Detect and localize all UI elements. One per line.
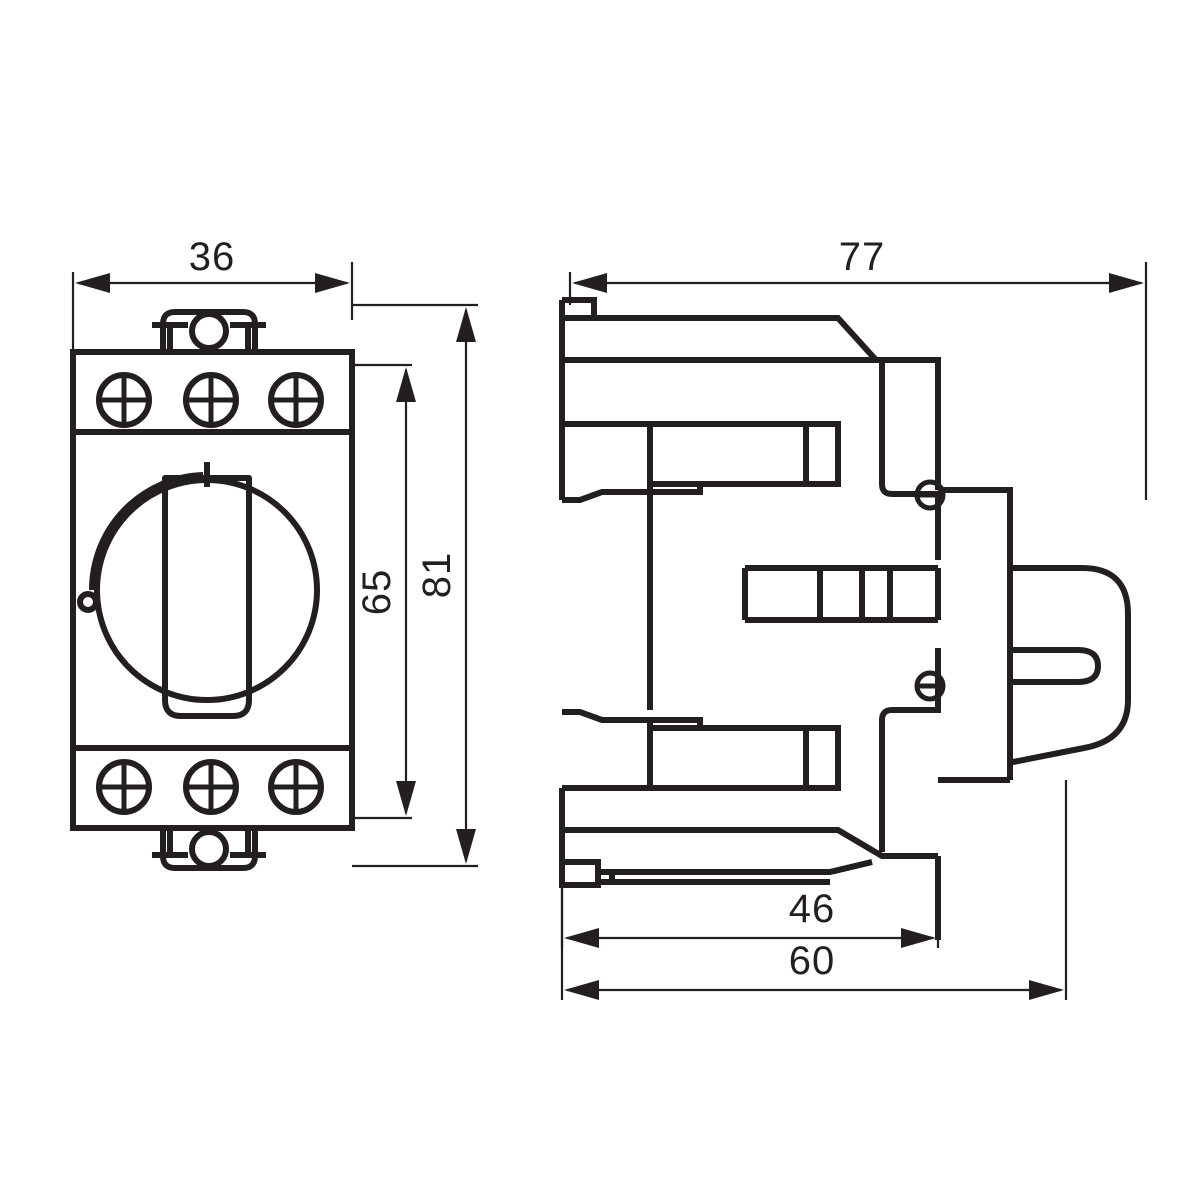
dimension-label-77: 77 (839, 235, 886, 279)
bottom-terminal-screws (96, 759, 324, 815)
top-terminal-screws (96, 372, 324, 428)
terminal-screw (183, 759, 239, 815)
top-mounting-clip (152, 309, 266, 353)
side-view (559, 297, 1131, 940)
terminal-screw (268, 759, 324, 815)
dimension-label-65: 65 (355, 569, 399, 616)
dimension-height-81: 81 (352, 303, 478, 868)
fixing-screw-upper (914, 479, 946, 511)
dimension-width-36: 36 (71, 235, 354, 352)
dimension-label-46: 46 (789, 887, 836, 931)
rotary-knob[interactable] (77, 462, 320, 719)
dimension-label-36: 36 (189, 235, 236, 279)
bottom-mounting-clip (152, 827, 266, 871)
side-lower-terminal-cavity (562, 709, 841, 791)
dimension-depth-46: 46 (560, 856, 940, 948)
terminal-screw (183, 372, 239, 428)
side-knob-profile (938, 487, 1131, 783)
terminal-screw (96, 372, 152, 428)
front-body-outline (70, 349, 355, 831)
dimension-depth-60: 60 (560, 780, 1068, 1000)
side-center-slots (742, 565, 941, 623)
side-mid-housing (647, 360, 946, 710)
dimension-depth-77: 77 (568, 235, 1148, 500)
dimension-label-60: 60 (789, 939, 836, 983)
dimension-label-81: 81 (415, 552, 459, 599)
terminal-screw (268, 372, 324, 428)
front-view (70, 309, 355, 871)
side-upper-terminal-cavity (562, 421, 841, 503)
side-upper-housing (559, 297, 941, 500)
terminal-screw (96, 759, 152, 815)
dimension-height-65: 65 (352, 363, 416, 820)
side-lower-right-column (879, 648, 946, 852)
